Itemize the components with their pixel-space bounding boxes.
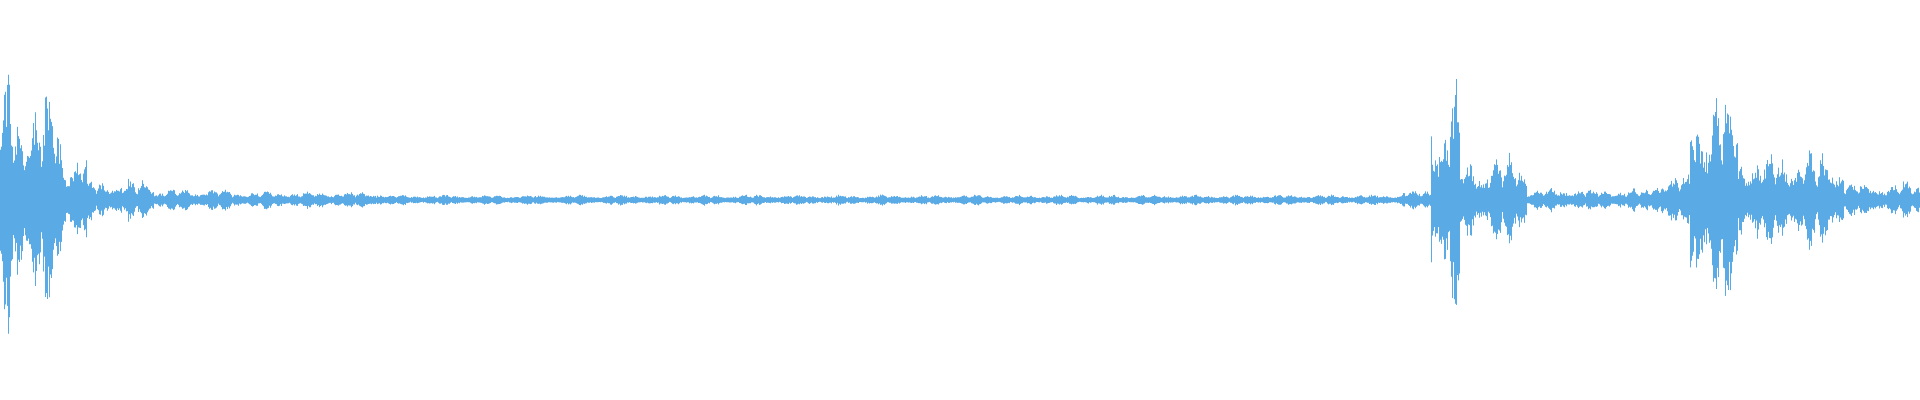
waveform-trace <box>0 74 1920 334</box>
waveform-path <box>0 74 1920 334</box>
